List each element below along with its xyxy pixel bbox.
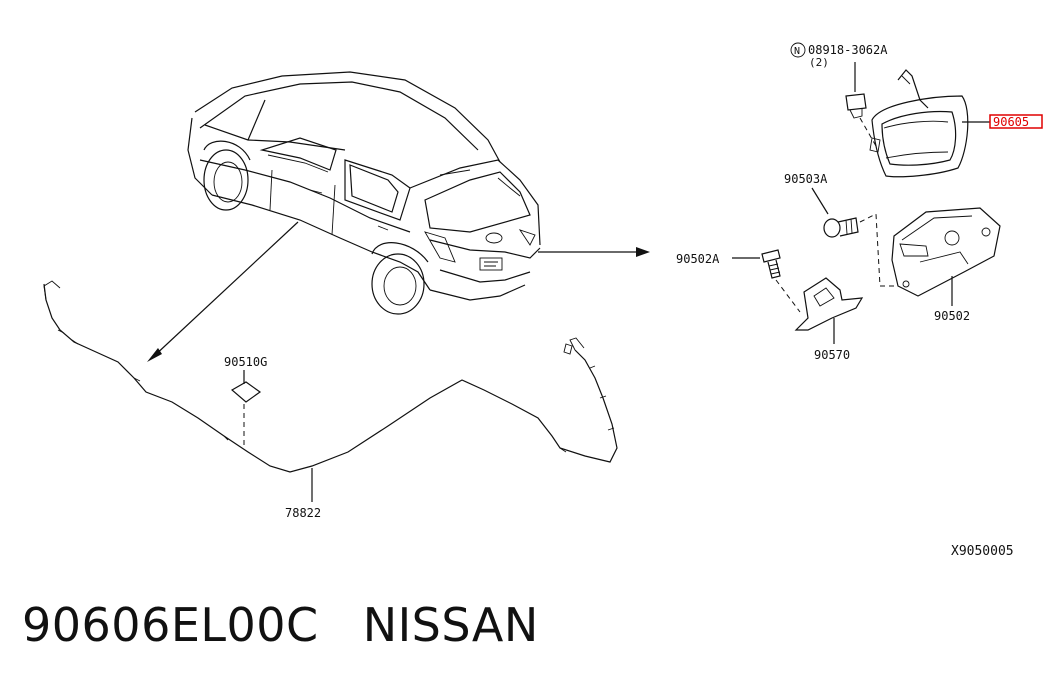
harness-ref-label: 78822 (285, 506, 321, 520)
bolt-qty-label: (2) (809, 56, 829, 69)
screw-a-dash (859, 213, 895, 287)
screw-a-label: 90503A (784, 172, 828, 186)
back-door-handle (869, 69, 969, 178)
screw-b-part (761, 249, 781, 279)
seal-ref-label: 90510G (224, 355, 267, 369)
arrow-to-harness (147, 221, 299, 362)
bracket-part (794, 277, 864, 331)
brand-name: NISSAN (362, 598, 539, 652)
screw-a-part (823, 217, 859, 238)
bolt-ref-label: 08918-3062A (808, 43, 888, 57)
screw-b-dash (775, 279, 801, 313)
handle-ref-label: 90605 (993, 115, 1029, 129)
lock-assembly (891, 207, 1001, 297)
part-number: 90606EL00C (22, 598, 319, 652)
screw-b-label: 90502A (676, 252, 720, 266)
lock-ref-label: 90502 (934, 309, 970, 323)
n-marker-circle (790, 42, 806, 58)
bracket-ref-label: 90570 (814, 348, 850, 362)
n-marker-letter: N (794, 46, 800, 57)
wiring-harness (43, 280, 618, 473)
handle-highlight-box (989, 114, 1043, 129)
arrow-to-handle-parts (538, 247, 650, 257)
part-caption: 90606EL00C NISSAN (22, 598, 539, 652)
diagram-code: X9050005 (951, 544, 1014, 559)
screw-a-leader (811, 187, 829, 215)
bolt-clip (845, 93, 877, 147)
car-illustration (187, 71, 541, 315)
seal-part (230, 381, 262, 403)
